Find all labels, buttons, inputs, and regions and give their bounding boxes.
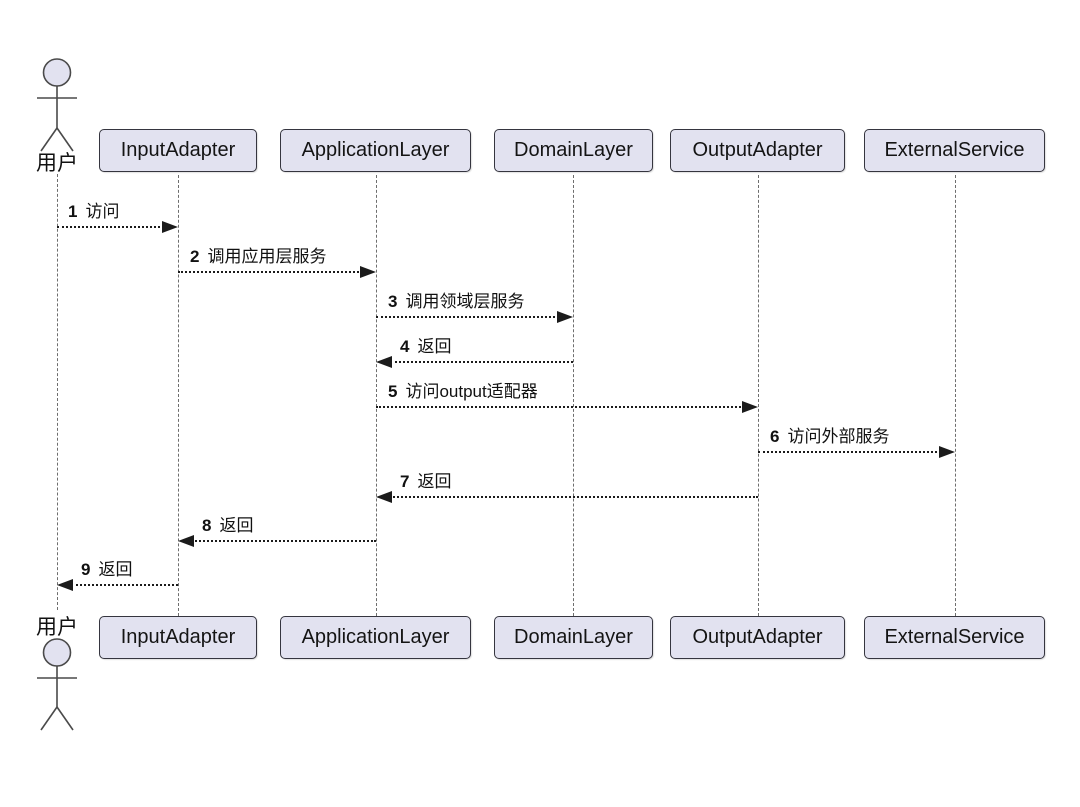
message-text: 返回 <box>417 337 452 356</box>
participant-box-domainlayer-bottom: DomainLayer <box>494 616 653 659</box>
participant-box-outputadapter-bottom: OutputAdapter <box>670 616 845 659</box>
message-seq: 9 <box>81 560 91 579</box>
lifeline-applicationlayer <box>376 175 377 616</box>
arrow-right-icon <box>742 401 758 413</box>
message-seq: 2 <box>190 247 200 266</box>
actor-label-top: 用户 <box>36 152 78 175</box>
message-2-line <box>178 271 362 273</box>
message-8-label: 8 返回 <box>202 515 253 537</box>
lifeline-inputadapter <box>178 175 179 616</box>
message-text: 访问外部服务 <box>787 427 890 446</box>
message-7-line <box>390 496 758 498</box>
message-text: 返回 <box>417 472 452 491</box>
message-2-label: 2 调用应用层服务 <box>190 246 326 268</box>
lifeline-user <box>57 174 58 610</box>
lifeline-outputadapter <box>758 175 759 616</box>
arrow-right-icon <box>162 221 178 233</box>
participant-box-outputadapter-top: OutputAdapter <box>670 129 845 172</box>
participant-box-inputadapter-bottom: InputAdapter <box>99 616 257 659</box>
message-text: 访问 <box>85 202 120 221</box>
message-4-line <box>390 361 573 363</box>
message-7-label: 7 返回 <box>400 471 451 493</box>
arrow-right-icon <box>557 311 573 323</box>
participant-box-applicationlayer-bottom: ApplicationLayer <box>280 616 471 659</box>
arrow-right-icon <box>360 266 376 278</box>
message-seq: 8 <box>202 516 212 535</box>
arrow-left-icon <box>57 579 73 591</box>
message-text: 调用应用层服务 <box>207 247 327 266</box>
message-6-line <box>758 451 941 453</box>
message-seq: 7 <box>400 472 410 491</box>
lifeline-domainlayer <box>573 175 574 616</box>
message-1-label: 1 访问 <box>68 201 119 223</box>
participant-box-externalservice-bottom: ExternalService <box>864 616 1045 659</box>
actor-stick-figure-icon <box>37 58 77 152</box>
arrow-left-icon <box>376 491 392 503</box>
message-seq: 3 <box>388 292 398 311</box>
actor-label-bottom: 用户 <box>36 616 78 639</box>
message-4-label: 4 返回 <box>400 336 451 358</box>
message-3-line <box>376 316 559 318</box>
arrow-right-icon <box>939 446 955 458</box>
arrow-left-icon <box>376 356 392 368</box>
arrow-left-icon <box>178 535 194 547</box>
message-seq: 5 <box>388 382 398 401</box>
participant-box-inputadapter-top: InputAdapter <box>99 129 257 172</box>
message-9-label: 9 返回 <box>81 559 132 581</box>
lifeline-externalservice <box>955 175 956 616</box>
actor-stick-figure-icon <box>37 638 77 731</box>
message-seq: 4 <box>400 337 410 356</box>
message-text: 访问output适配器 <box>405 382 538 401</box>
participant-box-externalservice-top: ExternalService <box>864 129 1045 172</box>
message-seq: 6 <box>770 427 780 446</box>
message-text: 返回 <box>219 516 254 535</box>
message-5-line <box>376 406 744 408</box>
message-seq: 1 <box>68 202 78 221</box>
message-5-label: 5 访问output适配器 <box>388 381 538 403</box>
message-8-line <box>192 540 376 542</box>
message-9-line <box>71 584 178 586</box>
message-text: 调用领域层服务 <box>405 292 525 311</box>
message-3-label: 3 调用领域层服务 <box>388 291 524 313</box>
message-text: 返回 <box>98 560 133 579</box>
participant-box-domainlayer-top: DomainLayer <box>494 129 653 172</box>
participant-box-applicationlayer-top: ApplicationLayer <box>280 129 471 172</box>
message-6-label: 6 访问外部服务 <box>770 426 889 448</box>
message-1-line <box>57 226 164 228</box>
